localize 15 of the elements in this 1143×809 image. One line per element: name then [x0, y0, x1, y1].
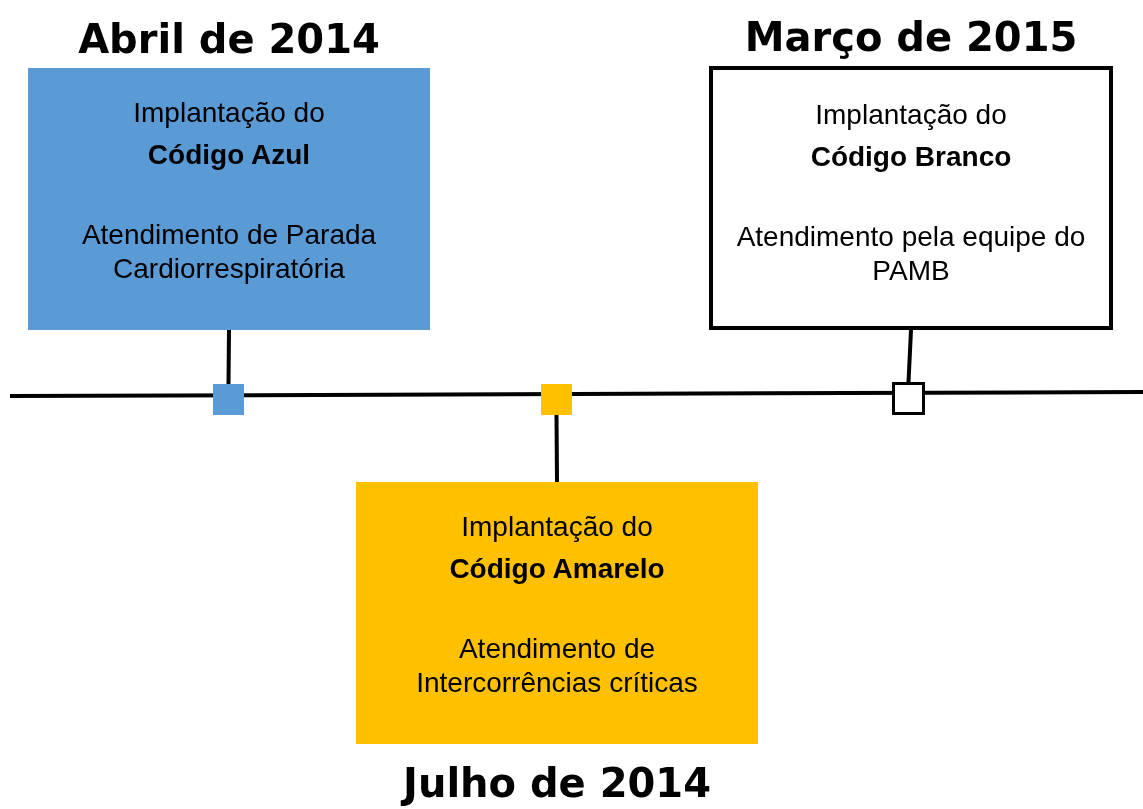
date-heading: Abril de 2014 — [77, 16, 381, 62]
timeline-marker — [892, 382, 925, 415]
connector-line — [906, 329, 913, 383]
code-title: Implantação do Código Branco — [810, 98, 1012, 174]
description-text: Atendimento pela equipe do PAMB — [735, 220, 1087, 288]
date-heading: Março de 2015 — [743, 14, 1079, 60]
date-heading: Julho de 2014 — [296, 760, 818, 806]
code-title: Implantação do Código Amarelo — [449, 510, 665, 586]
timeline-marker — [541, 384, 572, 415]
description-text: Atendimento de Intercorrências críticas — [415, 632, 699, 700]
timeline-marker — [213, 384, 244, 415]
connector-line — [226, 329, 231, 385]
description-text: Atendimento de Parada Cardiorrespiratória — [80, 218, 378, 286]
code-title: Implantação do Código Azul — [133, 96, 325, 172]
connector-line — [554, 415, 559, 482]
